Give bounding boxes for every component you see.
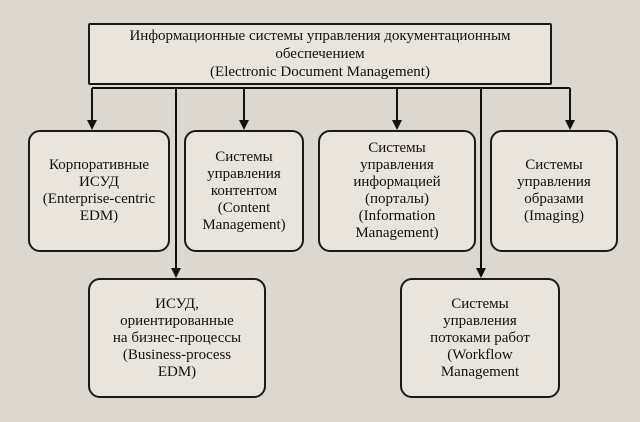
node-line: Системы bbox=[215, 148, 273, 165]
node-line: Системы bbox=[368, 140, 426, 156]
root-line: обеспечением bbox=[275, 46, 365, 62]
node-line: управления bbox=[517, 174, 591, 190]
node-line: (Enterprise-centric bbox=[42, 191, 156, 207]
root-box: Информационные системы управления докуме… bbox=[88, 23, 552, 85]
imaging-box: Системы управления образами (Imaging) bbox=[490, 130, 618, 252]
root-line: Информационные системы управления докуме… bbox=[129, 28, 511, 44]
root-line: (Electronic Document Management) bbox=[210, 64, 430, 80]
node-line: (Imaging) bbox=[524, 208, 584, 224]
node-line: на бизнес-процессы bbox=[112, 329, 242, 346]
node-line: EDM) bbox=[157, 363, 197, 380]
business-process-isud-box: ИСУД, ориентированные на бизнес-процессы… bbox=[88, 278, 266, 398]
node-line: EDM) bbox=[79, 208, 119, 224]
node-line: управления bbox=[207, 165, 281, 182]
node-line: контентом bbox=[210, 182, 278, 199]
workflow-management-box: Системы управления потоками работ (Workf… bbox=[400, 278, 560, 398]
content-management-box: Системы управления контентом (Content Ma… bbox=[184, 130, 304, 252]
node-line: ориентированные bbox=[120, 312, 234, 329]
information-management-box: Системы управления информацией (порталы)… bbox=[318, 130, 476, 252]
node-line: ИСУД bbox=[79, 174, 119, 190]
node-line: (порталы) bbox=[365, 191, 429, 207]
node-line: (Business-process bbox=[122, 346, 232, 363]
node-line: Корпоративные bbox=[49, 157, 149, 173]
node-line: информацией bbox=[353, 174, 441, 190]
node-line: управления bbox=[443, 312, 517, 329]
corporate-isud-box: Корпоративные ИСУД (Enterprise-centric E… bbox=[28, 130, 170, 252]
node-line: ИСУД, bbox=[155, 295, 199, 312]
node-line: управления bbox=[360, 157, 434, 173]
node-line: образами bbox=[524, 191, 584, 207]
node-line: (Information bbox=[358, 208, 436, 224]
node-line: (Workflow bbox=[447, 346, 513, 363]
node-line: (Content bbox=[217, 199, 271, 216]
node-line: потоками работ bbox=[430, 329, 530, 346]
node-line: Системы bbox=[525, 157, 583, 173]
node-line: Management bbox=[440, 363, 520, 380]
node-line: Системы bbox=[451, 295, 509, 312]
node-line: Management) bbox=[202, 216, 286, 233]
node-line: Management) bbox=[355, 225, 439, 241]
